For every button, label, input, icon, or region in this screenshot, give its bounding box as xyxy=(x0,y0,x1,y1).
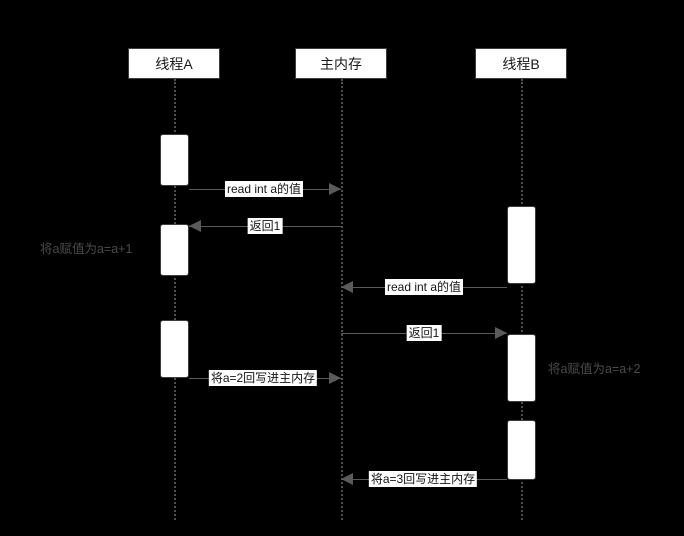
participant-main-memory[interactable]: 主内存 xyxy=(295,48,387,79)
participant-thread-b-label: 线程B xyxy=(502,55,540,72)
activation-bar-thread-b-1[interactable] xyxy=(507,206,536,284)
arrowhead-read-a-thread-b xyxy=(341,281,353,293)
message-label-return-1-to-thread-b: 返回1 xyxy=(406,325,442,341)
participant-thread-a[interactable]: 线程A xyxy=(128,48,220,79)
activation-bar-thread-b-2[interactable] xyxy=(507,334,536,402)
message-label-write-a2: 将a=2回写进主内存 xyxy=(208,370,318,386)
participant-main-memory-label: 主内存 xyxy=(320,55,362,72)
arrowhead-return-1-to-thread-a xyxy=(189,220,201,232)
message-label-return-1-to-thread-a: 返回1 xyxy=(247,218,283,234)
annotation-thread-a-assign: 将a赋值为a=a+1 xyxy=(40,242,133,256)
lifeline-thread-b xyxy=(521,79,523,520)
arrowhead-read-a-thread-a xyxy=(329,183,341,195)
activation-bar-thread-a-2[interactable] xyxy=(160,224,189,276)
message-label-read-a-thread-b: read int a的值 xyxy=(384,279,464,295)
arrowhead-write-a2 xyxy=(329,372,341,384)
activation-bar-thread-a-3[interactable] xyxy=(160,320,189,378)
lifeline-main-memory xyxy=(341,79,343,520)
annotation-thread-b-assign: 将a赋值为a=a+2 xyxy=(548,362,641,376)
message-label-read-a-thread-a: read int a的值 xyxy=(224,181,304,197)
activation-bar-thread-a-1[interactable] xyxy=(160,134,189,186)
participant-thread-b[interactable]: 线程B xyxy=(475,48,567,79)
arrowhead-write-a3 xyxy=(341,473,353,485)
message-label-write-a3: 将a=3回写进主内存 xyxy=(368,471,478,487)
lifeline-thread-a xyxy=(174,79,176,520)
participant-thread-a-label: 线程A xyxy=(155,55,193,72)
activation-bar-thread-b-3[interactable] xyxy=(507,420,536,480)
arrowhead-return-1-to-thread-b xyxy=(495,327,507,339)
